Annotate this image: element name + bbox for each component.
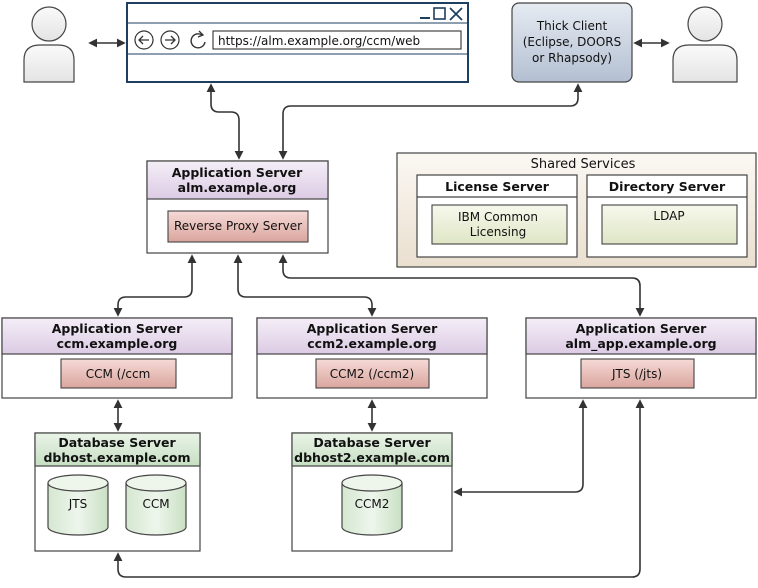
- thick-client-line-3: or Rhapsody): [532, 51, 612, 65]
- reverse-proxy-label: Reverse Proxy Server: [174, 219, 302, 233]
- app-server-ccm2-title: Application Server: [307, 321, 438, 336]
- user-left-icon: [23, 6, 75, 83]
- back-icon: [134, 30, 154, 50]
- db-server-1-host: dbhost.example.com: [43, 450, 190, 465]
- thick-client-line-2: (Eclipse, DOORS: [523, 35, 622, 49]
- address-bar-url: https://alm.example.org/ccm/web: [218, 34, 420, 48]
- thick-client-line-1: Thick Client: [536, 19, 608, 33]
- app-server-ccm2: Application Server ccm2.example.org CCM2…: [256, 317, 488, 399]
- ccm2-component-label: CCM2 (/ccm2): [330, 367, 415, 381]
- jts-component-label: JTS (/jts): [611, 367, 662, 381]
- ldap-label: LDAP: [653, 209, 684, 223]
- app-server-jts: Application Server alm_app.example.org J…: [525, 317, 757, 399]
- connector-app-main-ccm2: [233, 254, 377, 317]
- database-ccm-label: CCM: [142, 497, 169, 511]
- db-server-1-title: Database Server: [58, 435, 176, 450]
- db-server-2-title: Database Server: [313, 435, 431, 450]
- shared-services-group: Shared Services License Server IBM Commo…: [396, 152, 757, 268]
- connectors: [88, 38, 670, 578]
- connector-jts-db2: [453, 399, 588, 497]
- database-jts-icon: [47, 474, 109, 536]
- app-server-main: Application Server alm.example.org Rever…: [146, 160, 329, 254]
- license-line-2: Licensing: [470, 225, 526, 239]
- app-server-main-host: alm.example.org: [178, 180, 297, 195]
- app-server-main-title: Application Server: [172, 165, 303, 180]
- db-server-1: Database Server dbhost.example.com JTS C…: [34, 432, 201, 552]
- connector-app-main-ccm: [113, 254, 197, 317]
- license-server-title: License Server: [445, 179, 550, 194]
- forward-icon: [160, 30, 180, 50]
- web-browser-window: https://alm.example.org/ccm/web: [126, 2, 469, 83]
- address-bar: [212, 30, 462, 50]
- connector-app-main-jts: [278, 254, 645, 317]
- thick-client-box: Thick Client (Eclipse, DOORS or Rhapsody…: [511, 2, 633, 83]
- reload-icon: [190, 30, 206, 49]
- app-server-ccm: Application Server ccm.example.org CCM (…: [1, 317, 233, 399]
- shared-services-title: Shared Services: [531, 157, 636, 172]
- db-server-2: Database Server dbhost2.example.com CCM2: [291, 432, 453, 552]
- ccm-component-label: CCM (/ccm: [86, 367, 151, 381]
- connector-jts-db1: [113, 399, 645, 578]
- directory-server-title: Directory Server: [609, 179, 726, 194]
- app-server-ccm-title: Application Server: [52, 321, 183, 336]
- close-icon: [449, 7, 463, 21]
- app-server-jts-title: Application Server: [576, 321, 707, 336]
- app-server-ccm-host: ccm.example.org: [57, 336, 178, 351]
- connector-thick-client-app-main: [278, 83, 583, 160]
- user-right-icon: [672, 6, 738, 83]
- db-server-2-host: dbhost2.example.com: [294, 450, 450, 465]
- database-jts-label: JTS: [68, 497, 88, 511]
- license-line-1: IBM Common: [458, 210, 538, 224]
- maximize-icon: [433, 7, 446, 20]
- database-ccm2-label: CCM2: [355, 497, 390, 511]
- app-server-ccm2-host: ccm2.example.org: [307, 336, 436, 351]
- app-server-jts-host: alm_app.example.org: [565, 336, 716, 352]
- connector-browser-app-main: [206, 83, 244, 160]
